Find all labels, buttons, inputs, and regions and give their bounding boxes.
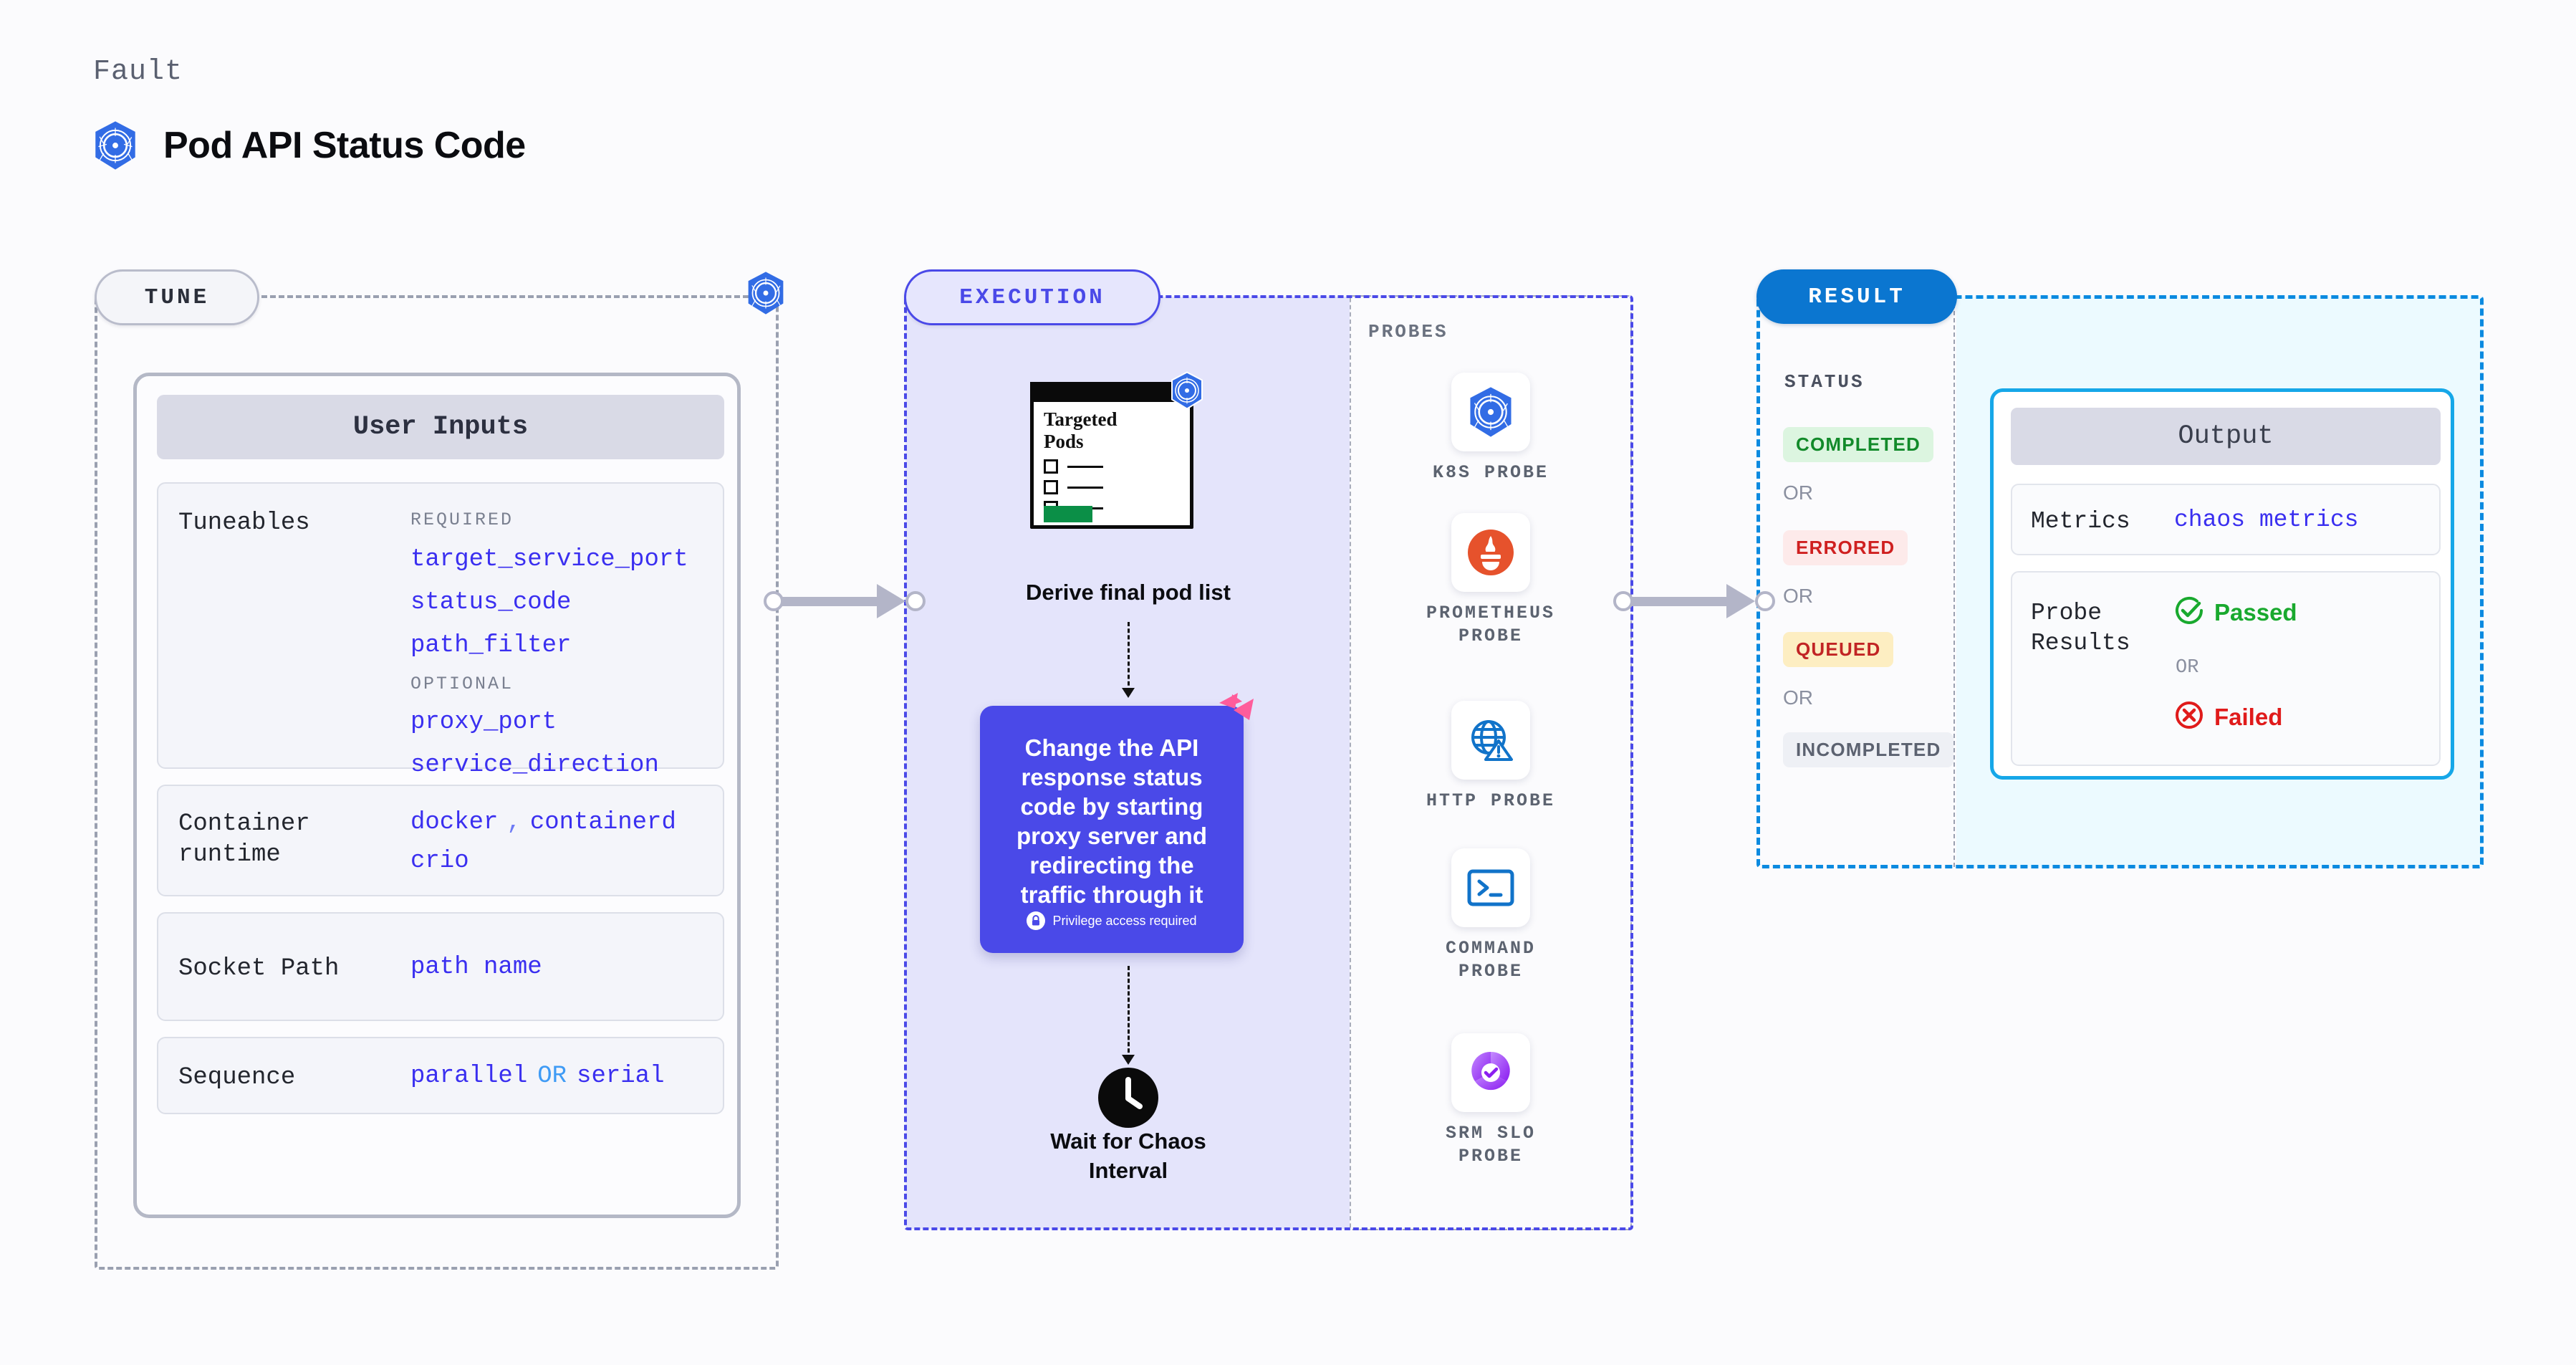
ribbon-icon [1216,691,1256,732]
probe-k8s[interactable]: K8S PROBE [1418,373,1563,484]
page-eyebrow: Fault [93,56,183,88]
kubernetes-icon [92,120,139,171]
status-region [1758,297,1955,867]
flow-connector-2 [1128,966,1130,1059]
flow-connector-1 [1128,622,1130,692]
probe-label: SRM SLO PROBE [1445,1123,1537,1167]
status-or-3: OR [1783,686,1813,709]
flow-arrowhead-2 [1122,1055,1135,1065]
probe-prometheus[interactable]: PROMETHEUS PROBE [1418,513,1563,648]
probe-label: COMMAND PROBE [1445,938,1537,982]
runtime-docker[interactable]: docker [410,809,499,836]
sequence-group: Sequence parallel OR serial [157,1037,724,1114]
execution-to-result-arrow [1613,584,1784,618]
x-circle-icon [2174,700,2204,734]
slo-donut-icon [1451,1033,1530,1112]
tune-to-execution-arrow [764,584,934,618]
user-inputs-title: User Inputs [157,395,724,459]
probe-results-label: Probe Results [2031,600,2130,656]
tuneables-label: Tuneables [178,509,310,537]
tune-region [95,295,779,1270]
flow-arrowhead-1 [1122,688,1135,698]
status-badge-queued: QUEUED [1783,632,1894,667]
probe-results-group: Probe Results Passed OR [2011,571,2441,766]
probe-result-or: OR [2176,657,2199,679]
socket-path-label: Socket Path [178,955,340,982]
sequence-label: Sequence [178,1064,296,1091]
pods-card-titlebar [1030,382,1193,402]
terminal-icon [1451,848,1530,927]
metrics-label: Metrics [2031,508,2130,535]
privilege-note: Privilege access required [980,911,1244,930]
checkbox-icon [1044,480,1058,494]
kubernetes-icon [745,271,787,319]
tuneable-target-service-port[interactable]: target_service_port [410,546,688,573]
probes-label: PROBES [1368,321,1448,343]
prometheus-icon [1451,513,1530,592]
chaos-action-text: Change the API response status code by s… [1017,734,1207,908]
derive-pod-list-caption: Derive final pod list [1026,580,1231,605]
runtime-containerd[interactable]: containerd [529,809,676,836]
tuneable-proxy-port[interactable]: proxy_port [410,709,557,736]
tuneable-status-code[interactable]: status_code [410,589,572,616]
pods-checklist-item [1044,459,1103,474]
probe-command[interactable]: COMMAND PROBE [1418,848,1563,983]
status-or-1: OR [1783,482,1813,504]
clock-icon [1097,1066,1160,1129]
targeted-pods-card: Targeted Pods [1030,382,1193,529]
runtime-separator: , [506,809,522,836]
kubernetes-icon [1451,373,1530,451]
probe-result-failed: Failed [2174,700,2282,734]
result-pill[interactable]: RESULT [1756,269,1957,324]
execution-region [904,295,1633,1230]
probe-label: K8S PROBE [1432,462,1549,483]
socket-path-value[interactable]: path name [410,954,542,981]
globe-warning-icon [1451,701,1530,780]
page-header: Pod API Status Code [92,120,526,171]
sequence-serial[interactable]: serial [577,1063,665,1090]
container-runtime-group: Container runtime docker , containerd cr… [157,785,724,896]
chaos-action-card: Change the API response status code by s… [980,693,1254,953]
pods-card-title: Targeted Pods [1044,408,1118,452]
result-region [1756,295,2484,868]
page-title: Pod API Status Code [163,125,526,166]
pods-checklist-item [1044,480,1103,494]
output-title: Output [2011,408,2441,465]
tune-pill[interactable]: TUNE [95,269,259,325]
probe-label: HTTP PROBE [1426,790,1556,811]
checkbox-icon [1044,459,1058,474]
status-badge-completed: COMPLETED [1783,427,1934,462]
privilege-label: Privilege access required [1052,913,1197,928]
pods-progress-bar [1044,506,1092,522]
failed-label: Failed [2214,703,2283,730]
user-inputs-card: User Inputs Tuneables REQUIRED target_se… [133,373,741,1218]
status-badge-errored: ERRORED [1783,530,1908,565]
status-or-2: OR [1783,585,1813,607]
probe-label: PROMETHEUS PROBE [1426,603,1556,646]
status-badge-incompleted: INCOMPLETED [1783,732,1954,767]
metrics-group: Metrics chaos metrics [2011,484,2441,555]
tuneable-service-direction[interactable]: service_direction [410,752,659,779]
tuneable-path-filter[interactable]: path_filter [410,632,572,659]
runtime-crio[interactable]: crio [410,848,469,875]
sequence-or: OR [537,1063,567,1090]
output-card: Output Metrics chaos metrics Probe Resul… [1990,388,2454,780]
required-label: REQUIRED [410,509,514,530]
execution-pill[interactable]: EXECUTION [904,269,1160,325]
probe-srm-slo[interactable]: SRM SLO PROBE [1418,1033,1563,1168]
probe-http[interactable]: HTTP PROBE [1418,701,1563,813]
status-label: STATUS [1784,371,1865,393]
lock-icon [1027,911,1046,930]
wait-interval-caption: Wait for Chaos Interval [1050,1129,1206,1183]
optional-label: OPTIONAL [410,674,514,694]
kubernetes-icon [1169,371,1205,413]
probe-result-passed: Passed [2174,595,2297,629]
check-circle-icon [2174,595,2204,629]
metrics-value[interactable]: chaos metrics [2174,507,2359,533]
container-runtime-label: Container runtime [178,810,310,868]
passed-label: Passed [2214,598,2297,626]
socket-path-group: Socket Path path name [157,912,724,1021]
sequence-parallel[interactable]: parallel [410,1063,528,1090]
tuneables-group: Tuneables REQUIRED target_service_port s… [157,482,724,822]
